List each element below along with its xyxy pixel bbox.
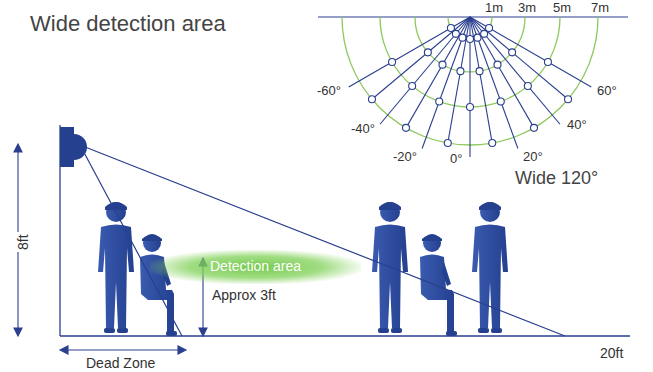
detection-ray (470, 17, 568, 99)
detection-ray (470, 17, 492, 143)
detection-point (439, 61, 446, 68)
axis-label: 1m (484, 1, 504, 14)
detection-ray (349, 17, 470, 87)
dimension-label: Approx 3ft (212, 288, 276, 302)
dimension-label: Dead Zone (86, 356, 155, 370)
detection-point (389, 59, 396, 66)
axis-label: 40° (566, 118, 588, 131)
detection-ray (406, 17, 470, 128)
detection-band: Detection area (150, 250, 361, 284)
detection-point (544, 59, 551, 66)
detection-point (409, 82, 416, 89)
detection-point (424, 49, 431, 56)
detection-point (494, 61, 501, 68)
detection-ray (470, 17, 591, 87)
detection-point (436, 98, 443, 105)
detection-point (403, 124, 410, 131)
axis-label: 60° (596, 84, 618, 97)
title: Wide detection area (30, 13, 226, 35)
detection-ray (448, 17, 470, 143)
detection-point (476, 68, 483, 75)
detection-point (489, 140, 496, 147)
detection-point (467, 36, 474, 43)
detection-point (486, 25, 493, 32)
detection-point (444, 140, 451, 147)
axis-label: -60° (316, 84, 342, 97)
dimension-label: Wide 120° (515, 169, 598, 187)
detection-point (531, 124, 538, 131)
detection-point (497, 98, 504, 105)
axis-label: 0° (449, 152, 463, 165)
detection-point (368, 96, 375, 103)
detection-point (467, 104, 474, 111)
axis-label: 5m (552, 1, 572, 14)
detection-point (459, 34, 466, 41)
band-label: Detection area (210, 258, 361, 275)
detection-ray (470, 17, 534, 128)
detection-ray (422, 17, 470, 149)
axis-label: -20° (392, 150, 418, 163)
detection-ray (470, 17, 560, 124)
detection-point (457, 68, 464, 75)
detection-point (524, 82, 531, 89)
dimension-label: 20ft (600, 346, 623, 360)
detection-ray (380, 17, 470, 124)
axis-label: 3m (517, 1, 537, 14)
detection-point (565, 96, 572, 103)
axis-label: -40° (350, 122, 376, 135)
axis-label: 7m (590, 1, 610, 14)
dimension-label: 8ft (16, 232, 30, 252)
detection-point (509, 49, 516, 56)
axis-label: 20° (522, 150, 544, 163)
